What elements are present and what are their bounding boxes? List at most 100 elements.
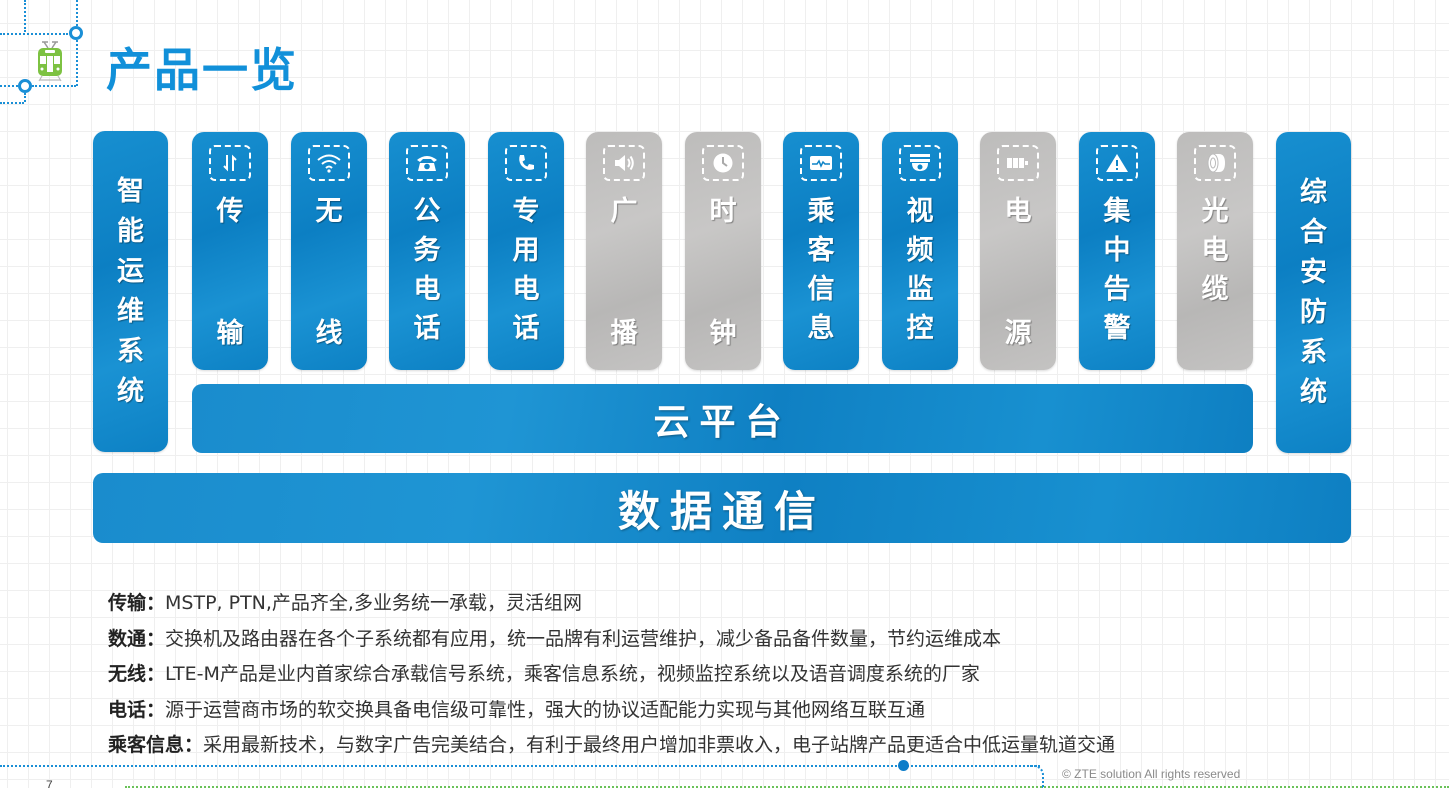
side-char: 统: [117, 375, 144, 407]
product-char: 光: [1201, 196, 1229, 227]
side-char: 统: [1300, 376, 1327, 408]
description-text: LTE-M产品是业内首家综合承载信号系统，乘客信息系统，视频监控系统以及语音调度…: [165, 663, 980, 685]
side-char: 合: [1300, 216, 1327, 248]
rotary-phone-icon: [406, 145, 448, 181]
description-text: 采用最新技术，与数字广告完美结合，有利于最终用户增加非票收入，电子站牌产品更适合…: [203, 734, 1116, 756]
side-char: 系: [117, 335, 144, 367]
product-char: 线: [315, 318, 343, 349]
footer-divider: [0, 765, 1040, 767]
warning-icon: [1096, 145, 1138, 181]
cloud-platform-label: 云平台: [653, 401, 792, 443]
description-key: 传输：: [108, 592, 166, 614]
product-char: 监: [906, 274, 934, 305]
product-char: 视: [906, 196, 934, 227]
product-char: 电: [1201, 235, 1229, 266]
product-char: 电: [1004, 196, 1032, 227]
product-char: 无: [315, 196, 343, 227]
product-char: 源: [1004, 318, 1032, 349]
product-passenger-info[interactable]: 乘 客 信 息: [783, 132, 859, 370]
product-char: 务: [413, 235, 441, 266]
side-char: 能: [117, 215, 144, 247]
dome-camera-icon: [899, 145, 941, 181]
description-key: 电话：: [108, 698, 166, 721]
cloud-platform-bar[interactable]: 云平台: [192, 384, 1253, 453]
description-row: 电话：源于运营商市场的软交换具备电信级可靠性，强大的协议适配能力实现与其他网络互…: [108, 695, 1115, 731]
phone-handset-icon: [505, 145, 547, 181]
page-number: 7: [46, 778, 53, 788]
data-communication-label: 数据通信: [617, 486, 826, 536]
product-char: 输: [216, 318, 244, 349]
product-char: 公: [413, 196, 441, 227]
decor-line: [0, 85, 18, 87]
side-char: 综: [1300, 176, 1327, 208]
product-char: 缆: [1201, 274, 1229, 305]
decor-line: [0, 102, 24, 104]
product-transmission[interactable]: 传 输: [192, 132, 268, 370]
side-char: 维: [117, 295, 144, 327]
footer-green-line: [125, 786, 1449, 788]
product-char: 客: [807, 235, 835, 266]
description-list: 传输：MSTP, PTN,产品齐全,多业务统一承载，灵活组网 数通：交换机及路由…: [108, 588, 1115, 766]
product-char: 专: [512, 196, 540, 227]
decor-line: [0, 33, 68, 35]
product-optical-cable[interactable]: 光 电 缆: [1177, 132, 1253, 370]
side-char: 系: [1300, 336, 1327, 368]
footer-dot: [898, 760, 909, 771]
product-video-surveillance[interactable]: 视 频 监 控: [882, 132, 958, 370]
decor-line: [24, 0, 26, 32]
description-key: 数通：: [108, 627, 166, 650]
copyright-text: © ZTE solution All rights reserved: [1062, 767, 1241, 781]
description-row: 无线：LTE-M产品是业内首家综合承载信号系统，乘客信息系统，视频监控系统以及语…: [108, 659, 1115, 695]
product-broadcast[interactable]: 广 播: [586, 132, 662, 370]
product-central-alarm[interactable]: 集 中 告 警: [1079, 132, 1155, 370]
product-char: 信: [807, 274, 835, 305]
product-wireless[interactable]: 无 线: [291, 132, 367, 370]
side-char: 安: [1300, 256, 1327, 288]
product-char: 话: [512, 313, 540, 344]
description-text: 交换机及路由器在各个子系统都有应用，统一品牌有利运营维护，减少备品备件数量，节约…: [165, 627, 1002, 650]
description-row: 数通：交换机及路由器在各个子系统都有应用，统一品牌有利运营维护，减少备品备件数量…: [108, 624, 1115, 660]
description-key: 乘客信息：: [108, 734, 204, 756]
footer-curve: [1030, 765, 1044, 788]
speaker-icon: [603, 145, 645, 181]
data-communication-bar[interactable]: 数据通信: [93, 473, 1351, 543]
decor-line: [76, 40, 78, 86]
description-key: 无线：: [108, 663, 166, 685]
description-row: 传输：MSTP, PTN,产品齐全,多业务统一承载，灵活组网: [108, 588, 1115, 624]
description-text: MSTP, PTN,产品齐全,多业务统一承载，灵活组网: [165, 592, 582, 614]
wifi-icon: [308, 145, 350, 181]
decor-ring: [18, 79, 32, 93]
product-office-phone[interactable]: 公 务 电 话: [389, 132, 465, 370]
decor-line: [24, 93, 26, 102]
product-clock[interactable]: 时 钟: [685, 132, 761, 370]
tram-icon: [38, 41, 62, 82]
product-char: 频: [906, 235, 934, 266]
product-char: 集: [1103, 196, 1131, 227]
product-char: 用: [512, 235, 540, 266]
product-char: 时: [709, 196, 737, 227]
clock-icon: [702, 145, 744, 181]
transfer-arrows-icon: [209, 145, 251, 181]
decor-ring: [69, 26, 83, 40]
product-dedicated-phone[interactable]: 专 用 电 话: [488, 132, 564, 370]
product-power[interactable]: 电 源: [980, 132, 1056, 370]
cable-reel-icon: [1194, 145, 1236, 181]
product-char: 乘: [807, 196, 835, 227]
product-char: 电: [512, 274, 540, 305]
page-title: 产品一览: [106, 43, 298, 97]
product-char: 电: [413, 274, 441, 305]
product-char: 传: [216, 196, 244, 227]
decor-line: [76, 0, 78, 26]
description-text: 源于运营商市场的软交换具备电信级可靠性，强大的协议适配能力实现与其他网络互联互通: [165, 698, 926, 721]
decor-line: [32, 85, 76, 87]
product-char: 警: [1103, 313, 1131, 344]
product-char: 告: [1103, 274, 1131, 305]
product-char: 广: [610, 196, 638, 227]
battery-icon: [997, 145, 1039, 181]
side-char: 运: [117, 255, 144, 287]
description-row: 乘客信息：采用最新技术，与数字广告完美结合，有利于最终用户增加非票收入，电子站牌…: [108, 730, 1115, 766]
product-char: 钟: [709, 318, 737, 349]
display-monitor-icon: [800, 145, 842, 181]
side-panel-intelligent-om: 智 能 运 维 系 统: [93, 131, 168, 452]
product-char: 中: [1103, 235, 1131, 266]
